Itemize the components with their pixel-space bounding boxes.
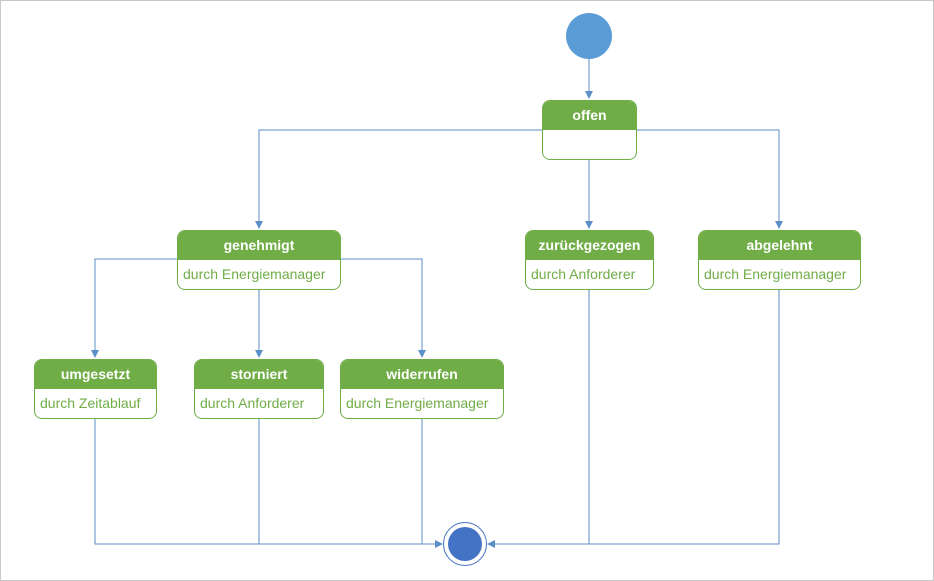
edge-abgelehnt-final — [487, 289, 780, 548]
state-umgesetzt[interactable]: umgesetzt durch Zeitablauf — [34, 359, 157, 419]
state-name: genehmigt — [178, 231, 340, 260]
state-trigger: durch Energiemanager — [704, 266, 847, 282]
state-genehmigt[interactable]: genehmigt durch Energiemanager — [177, 230, 341, 290]
edge-genehmigt-widerrufen — [340, 258, 426, 358]
edge-umgesetzt-final — [94, 418, 443, 548]
state-trigger: durch Anforderer — [200, 395, 305, 411]
edge-offen-abgelehnt — [637, 129, 783, 229]
final-node-core — [448, 527, 482, 561]
state-trigger: durch Anforderer — [531, 266, 636, 282]
edge-genehmigt-umgesetzt — [91, 258, 178, 358]
final-node — [443, 522, 487, 566]
state-widerrufen[interactable]: widerrufen durch Energiemanager — [340, 359, 504, 419]
state-storniert[interactable]: storniert durch Anforderer — [194, 359, 324, 419]
initial-node — [566, 13, 612, 59]
state-name: abgelehnt — [699, 231, 860, 260]
state-trigger — [543, 130, 636, 159]
state-name: zurückgezogen — [526, 231, 653, 260]
state-zurueckgezogen[interactable]: zurückgezogen durch Anforderer — [525, 230, 654, 290]
state-trigger: durch Energiemanager — [183, 266, 326, 282]
state-abgelehnt[interactable]: abgelehnt durch Energiemanager — [698, 230, 861, 290]
state-name: umgesetzt — [35, 360, 156, 389]
state-trigger: durch Energiemanager — [346, 395, 489, 411]
state-name: offen — [543, 101, 636, 130]
state-offen[interactable]: offen — [542, 100, 637, 160]
state-trigger: durch Zeitablauf — [40, 395, 141, 411]
state-name: widerrufen — [341, 360, 503, 389]
state-name: storniert — [195, 360, 323, 389]
edge-offen-genehmigt — [255, 129, 542, 229]
